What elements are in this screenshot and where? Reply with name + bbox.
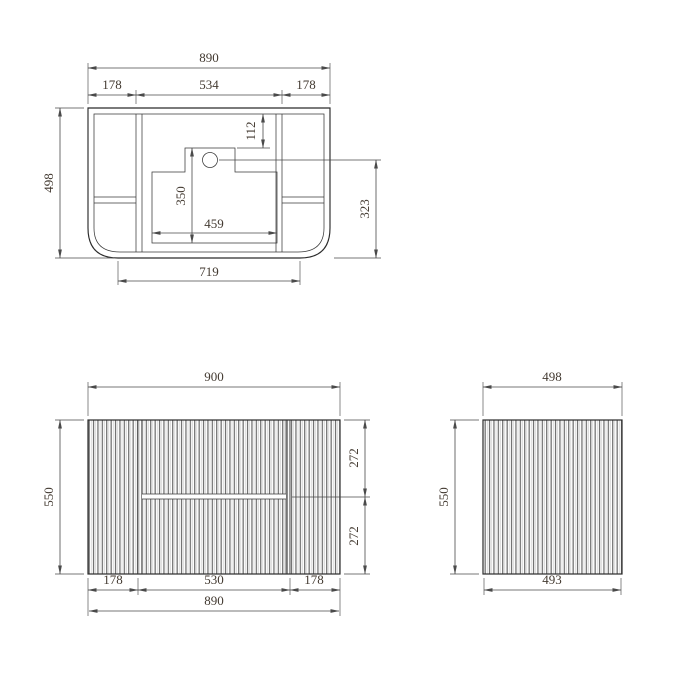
side-view: 498 550 493	[436, 369, 623, 595]
top-outer-outline	[87, 107, 331, 259]
dim-front-height: 550	[41, 487, 56, 507]
front-view-dimension-lines	[55, 382, 370, 616]
faucet-hole	[202, 152, 218, 168]
dim-front-left-panel: 178	[103, 572, 123, 587]
top-inner-outline	[93, 113, 325, 253]
dim-top-bottom-width: 719	[199, 264, 219, 279]
top-view-dimension-lines	[55, 63, 381, 285]
side-view-body	[482, 419, 623, 575]
dim-side-bottom-depth: 493	[542, 572, 562, 587]
dim-front-top-width: 900	[204, 369, 224, 384]
dim-faucet-offset: 112	[243, 121, 258, 140]
top-view-body	[87, 107, 331, 259]
drawer-gap	[142, 494, 286, 499]
dim-side-height: 550	[436, 487, 451, 507]
dim-lower-drawer: 272	[346, 526, 361, 546]
dim-side-top-depth: 498	[542, 369, 562, 384]
dim-hole-to-front: 323	[357, 199, 372, 219]
top-view: 890 178 534 178 498 112 350 459 323 719	[41, 50, 381, 285]
dim-top-center-span: 534	[199, 77, 219, 92]
front-view: 900 550 272 272 178 530 178 890	[41, 369, 370, 616]
dim-top-depth: 498	[41, 173, 56, 193]
dim-top-overall-width: 890	[199, 50, 219, 65]
dim-front-bottom-width: 890	[204, 593, 224, 608]
front-view-dimension-labels: 900 550 272 272 178 530 178 890	[41, 369, 361, 608]
dim-upper-drawer: 272	[346, 448, 361, 468]
dim-top-left-panel: 178	[102, 77, 122, 92]
side-view-dimension-labels: 498 550 493	[436, 369, 562, 587]
side-cabinet-outline	[482, 419, 623, 575]
dim-front-right-panel: 178	[304, 572, 324, 587]
top-view-dimension-labels: 890 178 534 178 498 112 350 459 323 719	[41, 50, 372, 279]
dim-basin-depth: 350	[173, 186, 188, 206]
dim-front-center-span: 530	[204, 572, 224, 587]
dim-basin-width: 459	[204, 216, 224, 231]
side-view-dimension-lines	[450, 382, 623, 595]
dim-top-right-panel: 178	[296, 77, 316, 92]
